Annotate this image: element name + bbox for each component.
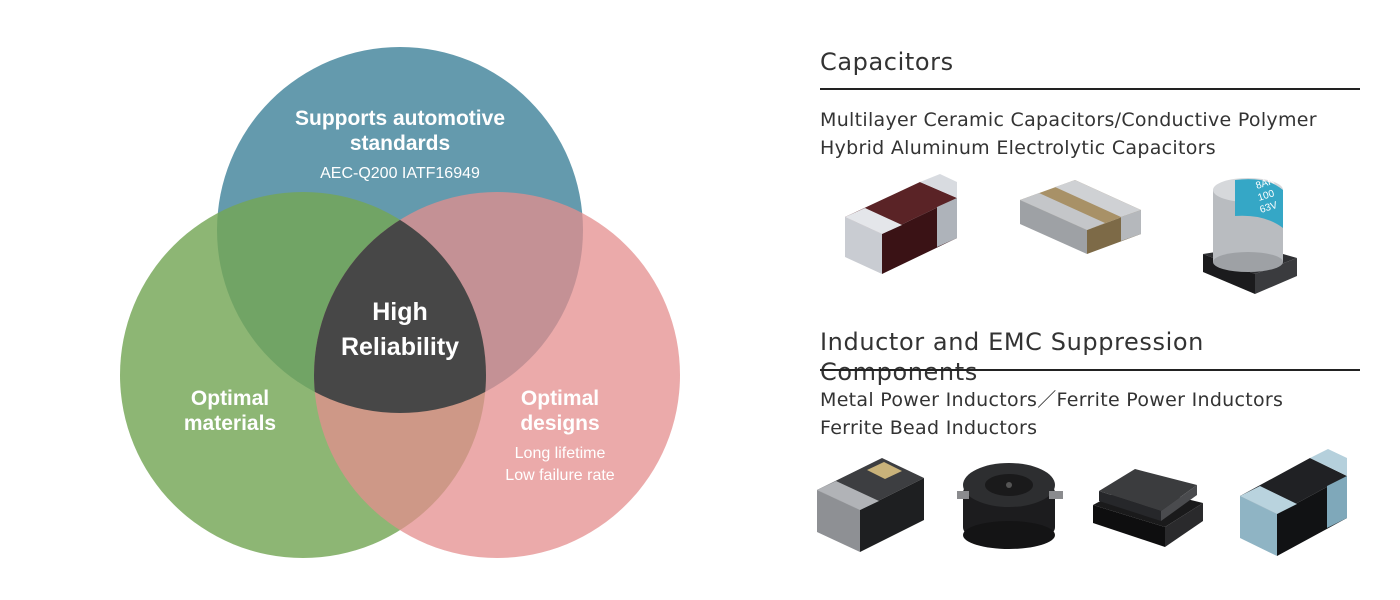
designs-sub-line2: Low failure rate [505,467,614,484]
standards-title-line2: standards [350,132,450,155]
inductors-divider [820,369,1360,371]
capacitors-subtitle: Multilayer Ceramic Capacitors/Conductive… [820,106,1360,162]
standards-title-line1: Supports automotive [295,107,505,130]
cap-marking-line3: 63V [1259,200,1280,216]
center-title-line2: Reliability [341,333,459,361]
reliability-venn-diagram: Supports automotive standards AEC-Q200 I… [120,47,680,558]
materials-title-line1: Optimal [191,387,269,410]
inductors-heading: Inductor and EMC Suppression Components [820,328,1204,386]
materials-title-line2: materials [184,412,276,435]
ferrite-power-inductor-image [957,463,1063,549]
ferrite-bead-image [1240,449,1347,556]
cap-marking-line2: 100 [1257,188,1277,204]
metal-power-inductor-image [817,458,924,552]
designs-title-line2: designs [520,412,599,435]
designs-sub-line1: Long lifetime [515,445,606,462]
capacitors-heading: Capacitors [820,48,954,76]
square-power-inductor-image [1093,469,1203,547]
venn-center-region [314,192,486,413]
center-title-line1: High [372,298,428,326]
mlcc-dark-image [845,174,957,274]
inductors-subtitle: Metal Power Inductors／Ferrite Power Indu… [820,386,1360,442]
electrolytic-capacitor-image: 8AK 100 63V [1203,175,1297,294]
standards-subtitle: AEC-Q200 IATF16949 [320,165,480,182]
mlcc-tan-image [1020,180,1141,254]
inductors-sub-line1: Metal Power Inductors／Ferrite Power Indu… [820,389,1284,411]
inductors-sub-line2: Ferrite Bead Inductors [820,417,1038,439]
designs-title-line1: Optimal [521,387,599,410]
capacitors-sub-line2: Hybrid Aluminum Electrolytic Capacitors [820,137,1216,159]
capacitors-divider [820,88,1360,90]
capacitors-sub-line1: Multilayer Ceramic Capacitors/Conductive… [820,109,1317,131]
